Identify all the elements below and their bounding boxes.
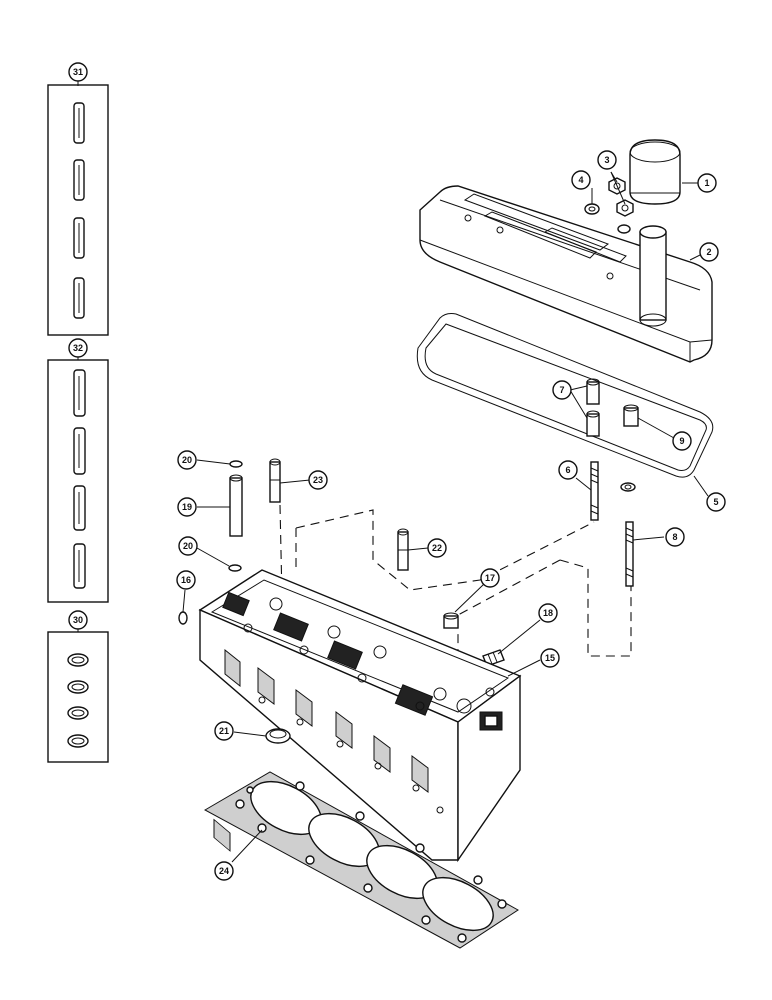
callout-label: 32 (73, 343, 83, 353)
callout-9: 9 (672, 431, 692, 451)
callout-30: 30 (68, 610, 88, 630)
callout-3: 3 (597, 150, 617, 170)
spacer-9 (623, 404, 639, 427)
callout-label: 17 (485, 573, 495, 583)
valve-guide-31c (73, 217, 85, 259)
callout-label: 18 (543, 608, 553, 618)
callout-7: 7 (552, 380, 572, 400)
washer-4 (584, 203, 600, 215)
callout-label: 21 (219, 726, 229, 736)
callout-16: 16 (176, 570, 196, 590)
callout-label: 15 (545, 653, 555, 663)
callout-15: 15 (540, 648, 560, 668)
callout-5: 5 (706, 492, 726, 512)
callout-20a: 20 (177, 450, 197, 470)
seal-21 (265, 728, 291, 744)
callout-8: 8 (665, 527, 685, 547)
head-gasket (203, 771, 519, 949)
callout-31: 31 (68, 62, 88, 82)
callout-label: 30 (73, 615, 83, 625)
callout-label: 1 (704, 178, 709, 188)
callout-20b: 20 (178, 536, 198, 556)
callout-label: 22 (432, 543, 442, 553)
stud-6 (590, 461, 599, 521)
callout-label: 7 (559, 385, 564, 395)
callout-label: 20 (183, 541, 193, 551)
plug-17 (443, 612, 459, 629)
sleeve-7b (586, 410, 600, 437)
callout-label: 9 (679, 436, 684, 446)
washer-small (617, 224, 631, 234)
oring-20-top (229, 460, 243, 468)
callout-label: 8 (672, 532, 677, 542)
dowel-23 (269, 458, 281, 503)
callout-2: 2 (699, 242, 719, 262)
nut-3b (616, 199, 634, 217)
callout-label: 4 (578, 175, 583, 185)
callout-label: 3 (604, 155, 609, 165)
tube-19 (229, 474, 243, 537)
filler-cap (629, 139, 681, 205)
valve-cover (419, 185, 713, 363)
callout-22: 22 (427, 538, 447, 558)
sleeve-7a (586, 378, 600, 405)
callout-1: 1 (697, 173, 717, 193)
kit-32-box (47, 359, 109, 603)
callout-label: 24 (219, 866, 229, 876)
kit-31-box (47, 84, 109, 336)
callout-18: 18 (538, 603, 558, 623)
kit-30-box (47, 631, 109, 763)
callout-label: 19 (182, 502, 192, 512)
callout-label: 20 (182, 455, 192, 465)
callout-23: 23 (308, 470, 328, 490)
oring-20-bottom (228, 564, 242, 572)
callout-label: 31 (73, 67, 83, 77)
callout-21: 21 (214, 721, 234, 741)
cylinder-head (198, 569, 522, 863)
cover-gasket (416, 313, 714, 478)
plug-16 (178, 611, 188, 625)
valve-guide-31a (73, 102, 85, 144)
callout-label: 6 (565, 465, 570, 475)
callout-32: 32 (68, 338, 88, 358)
valve-guide-31b (73, 159, 85, 201)
callout-6: 6 (558, 460, 578, 480)
callout-label: 5 (713, 497, 718, 507)
callout-17: 17 (480, 568, 500, 588)
stud-8 (625, 521, 634, 587)
dowel-22 (397, 528, 409, 571)
callout-label: 23 (313, 475, 323, 485)
callout-24: 24 (214, 861, 234, 881)
callout-label: 2 (706, 247, 711, 257)
washer-8 (620, 482, 636, 492)
callout-19: 19 (177, 497, 197, 517)
callout-4: 4 (571, 170, 591, 190)
valve-guide-31d (73, 277, 85, 319)
callout-label: 16 (181, 575, 191, 585)
